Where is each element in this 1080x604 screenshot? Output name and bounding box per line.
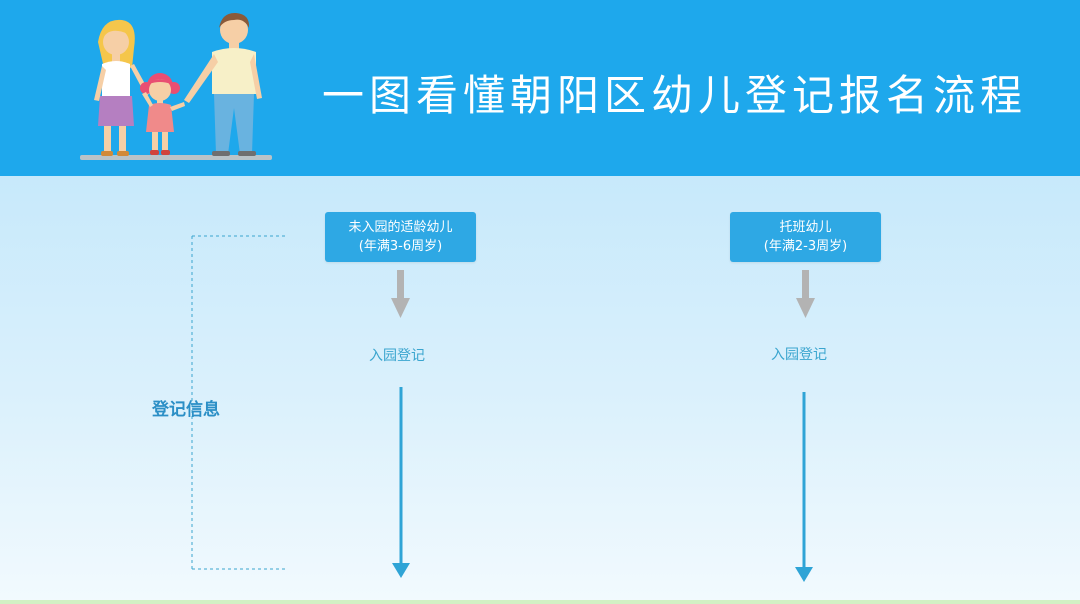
- blue-arrow-left: [392, 387, 410, 578]
- girl-figure: [140, 73, 185, 155]
- target-box-3-6: 未入园的适龄幼儿 (年满3-6周岁): [325, 212, 476, 262]
- box-left-line2: (年满3-6周岁): [358, 239, 443, 254]
- blue-arrow-right: [795, 392, 813, 582]
- page-title: 一图看懂朝阳区幼儿登记报名流程: [322, 71, 1028, 120]
- box-right-line1: 托班幼儿: [779, 220, 832, 235]
- box-right-line2: (年满2-3周岁): [763, 239, 848, 254]
- side-label-registration-info: 登记信息: [152, 400, 220, 420]
- gray-arrow-left: [391, 270, 410, 318]
- gray-arrow-right: [796, 270, 815, 318]
- family-icon: [80, 12, 272, 160]
- header-banner: 一图看懂朝阳区幼儿登记报名流程: [0, 0, 1080, 176]
- flow-area: [0, 176, 1080, 604]
- step-registration-right: 入园登记: [771, 347, 827, 363]
- box-left-line1: 未入园的适龄幼儿: [348, 220, 453, 235]
- bottom-divider: [0, 600, 1080, 604]
- target-box-2-3: 托班幼儿 (年满2-3周岁): [730, 212, 881, 262]
- step-registration-left: 入园登记: [369, 348, 425, 364]
- side-bracket: [191, 235, 288, 570]
- father-figure: [184, 12, 262, 156]
